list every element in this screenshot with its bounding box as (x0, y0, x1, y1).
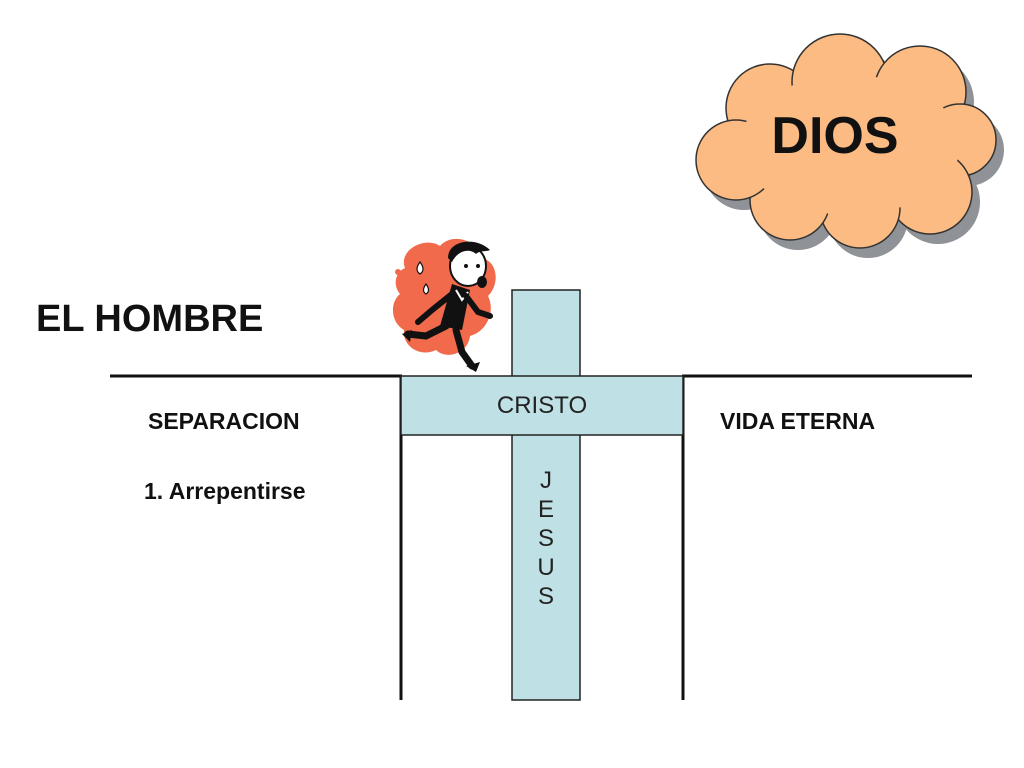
cross-vertical-letter: U (537, 554, 555, 581)
cross-vertical-letter: S (537, 525, 554, 552)
cloud-shape (695, 33, 1004, 258)
cloud-body (695, 33, 997, 249)
cross (400, 289, 684, 701)
god-label: DIOS (771, 107, 899, 165)
cross-vertical-beam (511, 289, 581, 701)
cross-horizontal-label: CRISTO (496, 392, 588, 419)
cross-vertical-letter: J (540, 467, 552, 494)
step-1-label: 1. Arrepentirse (144, 478, 306, 504)
cross-vertical-label: J E S U S (512, 466, 580, 611)
separation-label: SEPARACION (148, 408, 300, 434)
cross-vertical-letter: S (537, 583, 554, 610)
cross-vertical-letter: E (537, 496, 554, 523)
man-label: EL HOMBRE (36, 298, 264, 340)
eternal-life-label: VIDA ETERNA (720, 408, 876, 434)
running-man-icon (392, 238, 496, 372)
